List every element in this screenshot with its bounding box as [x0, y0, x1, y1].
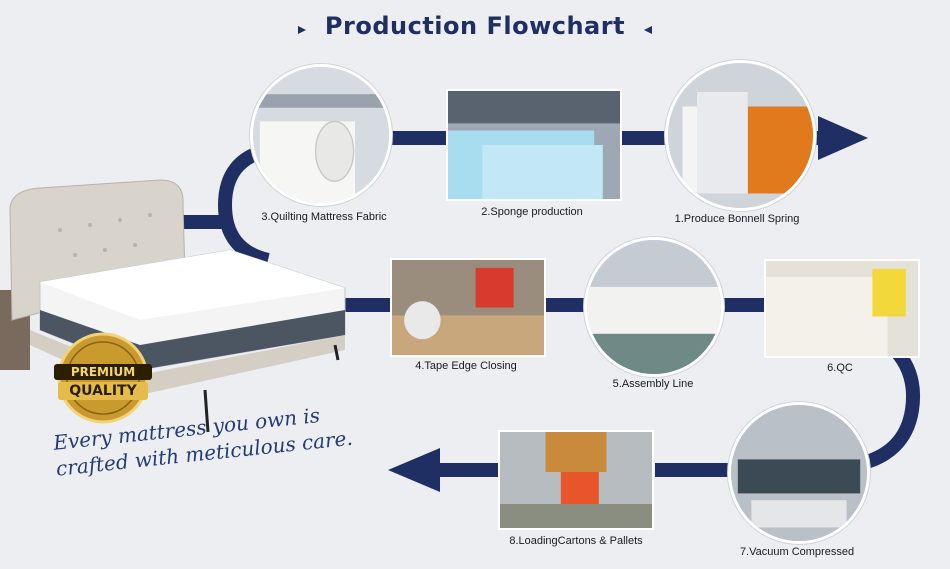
- right-triangle-icon: [643, 25, 652, 34]
- premium-quality-badge: PREMIUM QUALITY: [48, 330, 158, 426]
- photo-quilting: [250, 64, 392, 206]
- badge-line-2: QUALITY: [69, 383, 137, 399]
- step-label-7: 7.Vacuum Compressed: [739, 546, 855, 558]
- photo-tape-edge: [390, 258, 546, 357]
- step-label-3: 3.Quilting Mattress Fabric: [261, 211, 387, 223]
- title-bar: Production Flowchart: [0, 12, 950, 40]
- connector-curve-right: [853, 339, 920, 472]
- badge-line-1: PREMIUM: [70, 365, 136, 379]
- page-title: Production Flowchart: [324, 12, 626, 40]
- step-label-1: 1.Produce Bonnell Spring: [674, 213, 800, 225]
- photo-assembly-line: [584, 237, 724, 377]
- connector-curve-left: [217, 143, 270, 267]
- photo-qc: [764, 259, 920, 358]
- arrow-right-icon: [818, 116, 868, 160]
- step-label-2: 2.Sponge production: [481, 206, 583, 218]
- arrow-left-icon: [388, 448, 440, 492]
- photo-bonnell-spring: [665, 60, 816, 211]
- step-label-8: 8.LoadingCartons & Pallets: [509, 535, 643, 547]
- photo-vacuum-compressed: [728, 402, 870, 544]
- step-label-6: 6.QC: [827, 362, 853, 374]
- step-label-4: 4.Tape Edge Closing: [415, 360, 517, 372]
- photo-loading: [498, 430, 654, 530]
- photo-sponge: [446, 89, 622, 201]
- step-label-5: 5.Assembly Line: [612, 378, 694, 390]
- left-triangle-icon: [298, 25, 307, 34]
